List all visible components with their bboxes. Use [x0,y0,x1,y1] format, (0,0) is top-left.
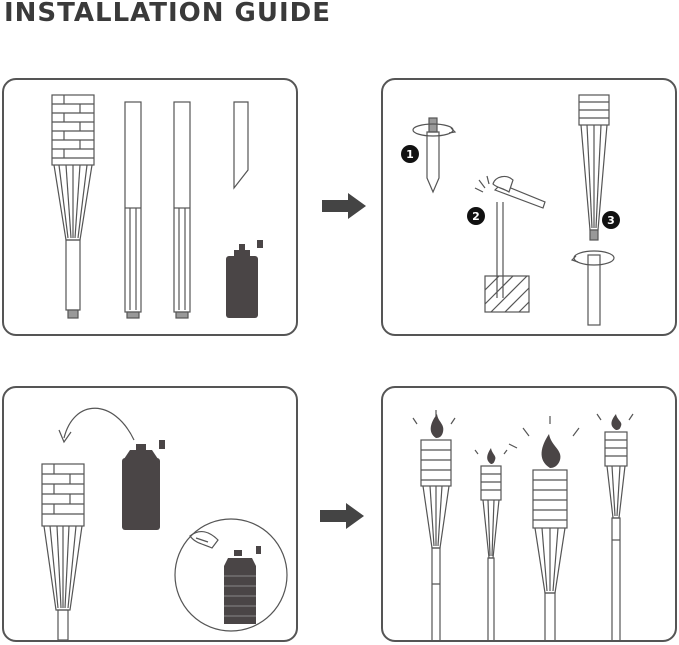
pour-arrow-head [58,429,72,444]
torch-twist-step [570,94,615,326]
page-title: INSTALLATION GUIDE [4,0,332,28]
detail-circle [174,518,288,632]
lit-torch-1 [412,410,456,640]
arrow-right-icon [322,193,366,219]
fuel-canister [122,440,165,530]
panel-parts [2,78,298,336]
panel-fill-fuel [2,386,298,642]
stake-twist-step [412,117,457,194]
pole-segment-1 [124,101,142,319]
fuel-canister [226,240,263,318]
step-badge-1: 1 [401,145,419,163]
torch-top-part [51,94,95,319]
svg-text:1: 1 [406,148,414,161]
pour-arrow-icon [63,407,135,441]
lit-torch-4 [596,413,634,640]
ground-stake [233,101,249,190]
lit-torch-3 [508,416,580,640]
hammer-icon [474,175,546,298]
lit-torch-2 [474,449,508,640]
flame-icon [430,414,622,468]
panel-assembly: 1 2 3 [381,78,677,336]
step-badge-2: 2 [467,207,485,225]
lit-basket-detail [224,546,261,624]
lighter-hand-icon [189,531,219,549]
torch-basket [41,463,85,640]
svg-text:3: 3 [607,214,615,227]
panel-lit-torches [381,386,677,642]
svg-text:2: 2 [472,210,480,223]
arrow-right-icon [320,503,364,529]
pole-segment-2 [173,101,191,319]
step-badge-3: 3 [602,211,620,229]
ground-block [484,275,530,313]
